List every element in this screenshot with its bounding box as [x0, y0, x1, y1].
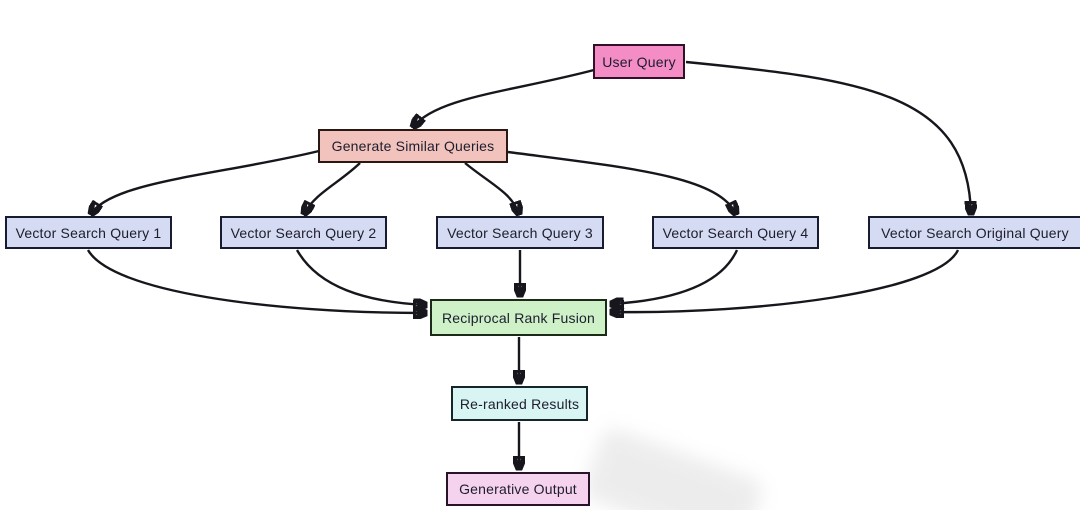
node-vector-search-query-1: Vector Search Query 1: [5, 216, 172, 249]
edge-vector-search-query-2-to-reciprocal-rank-fusion: [295, 249, 426, 305]
node-vector-search-query-2: Vector Search Query 2: [220, 216, 387, 249]
edge-vector-search-query-4-to-reciprocal-rank-fusion: [611, 249, 739, 304]
edge-generate-similar-queries-to-vector-search-query-2: [304, 162, 361, 214]
edge-vector-search-original-query-to-reciprocal-rank-fusion: [611, 249, 960, 312]
node-label: Vector Search Query 2: [230, 224, 377, 241]
node-label: Vector Search Query 4: [662, 224, 809, 241]
node-label: Vector Search Query 3: [447, 224, 593, 241]
node-label: Generate Similar Queries: [331, 138, 495, 154]
node-label: User Query: [602, 53, 676, 70]
node-re-ranked-results: Re-ranked Results: [451, 386, 588, 421]
node-label: Vector Search Original Query: [881, 224, 1069, 241]
node-vector-search-original-query: Vector Search Original Query: [868, 216, 1080, 249]
node-label: Re-ranked Results: [459, 395, 580, 412]
node-label: Generative Output: [459, 481, 577, 497]
node-user-query: User Query: [593, 44, 685, 79]
node-vector-search-query-3: Vector Search Query 3: [436, 216, 604, 249]
edge-generate-similar-queries-to-vector-search-query-3: [464, 162, 519, 214]
edge-vector-search-query-1-to-reciprocal-rank-fusion: [86, 249, 426, 313]
node-label: Vector Search Query 1: [15, 224, 162, 241]
node-label: Reciprocal Rank Fusion: [441, 309, 596, 326]
edge-user-query-to-vector-search-original-query: [685, 60, 971, 214]
node-reciprocal-rank-fusion: Reciprocal Rank Fusion: [430, 299, 607, 336]
node-generative-output: Generative Output: [446, 472, 590, 506]
edge-generate-similar-queries-to-vector-search-query-1: [91, 149, 320, 214]
node-generate-similar-queries: Generate Similar Queries: [318, 129, 508, 163]
drop-shadow: [580, 425, 766, 510]
edge-user-query-to-generate-similar-queries: [413, 68, 595, 127]
node-vector-search-query-4: Vector Search Query 4: [652, 216, 819, 249]
edge-generate-similar-queries-to-vector-search-query-4: [507, 150, 736, 214]
